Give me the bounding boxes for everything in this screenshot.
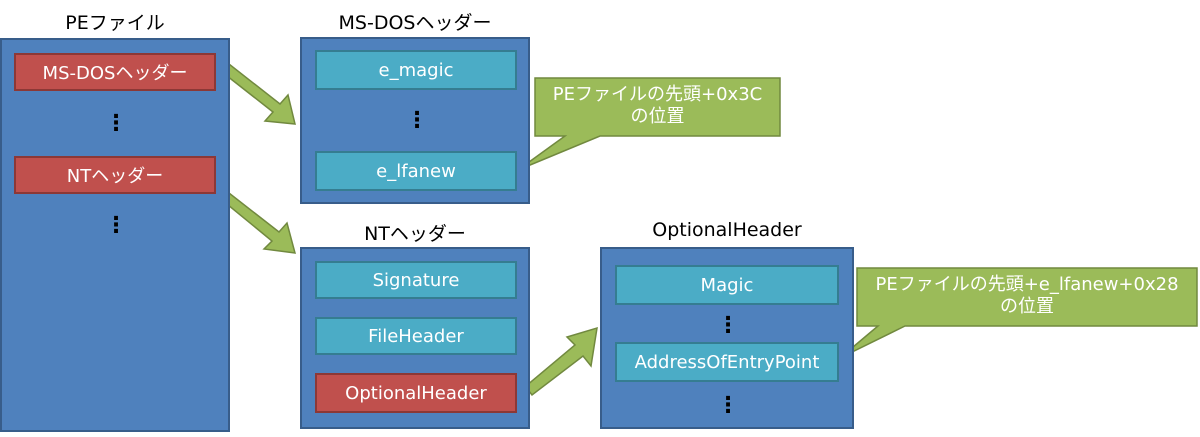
callout-entry — [839, 267, 1198, 359]
nt-title: NTヘッダー — [364, 223, 466, 245]
pe-msdos-header-field[interactable]: MS-DOSヘッダー — [14, 53, 216, 91]
magic-field[interactable]: Magic — [615, 265, 839, 305]
arrow-msdos — [217, 62, 296, 125]
msdos-title: MS-DOSヘッダー — [338, 12, 492, 34]
address-of-entry-point-field[interactable]: AddressOfEntryPoint — [615, 342, 839, 382]
pe-file-panel — [0, 38, 230, 432]
callout-entry-line1: PEファイルの先頭+e_lfanew+0x28 — [875, 274, 1179, 295]
msdos-dots: ⋮ — [406, 108, 428, 133]
arrow-optional — [521, 326, 598, 397]
signature-field[interactable]: Signature — [315, 261, 517, 299]
callout-lfanew-line1: PEファイルの先頭+0x3C — [552, 84, 763, 105]
callout-entry-line2: の位置 — [1000, 296, 1054, 317]
callout-lfanew-line2: の位置 — [630, 106, 685, 127]
pe-dots-2: ⋮ — [105, 213, 127, 238]
pe-dots-1: ⋮ — [105, 111, 127, 136]
callout-lfanew — [517, 77, 781, 171]
optional-dots-1: ⋮ — [717, 313, 739, 338]
e-magic-field[interactable]: e_magic — [315, 50, 517, 90]
optional-header-field[interactable]: OptionalHeader — [315, 373, 517, 413]
e-lfanew-field[interactable]: e_lfanew — [315, 151, 517, 191]
optional-title: OptionalHeader — [652, 219, 802, 241]
pe-file-title: PEファイル — [65, 12, 165, 34]
optional-dots-2: ⋮ — [717, 393, 739, 418]
arrow-nt — [217, 192, 297, 254]
pe-nt-header-field[interactable]: NTヘッダー — [14, 156, 216, 194]
file-header-field[interactable]: FileHeader — [315, 317, 517, 355]
